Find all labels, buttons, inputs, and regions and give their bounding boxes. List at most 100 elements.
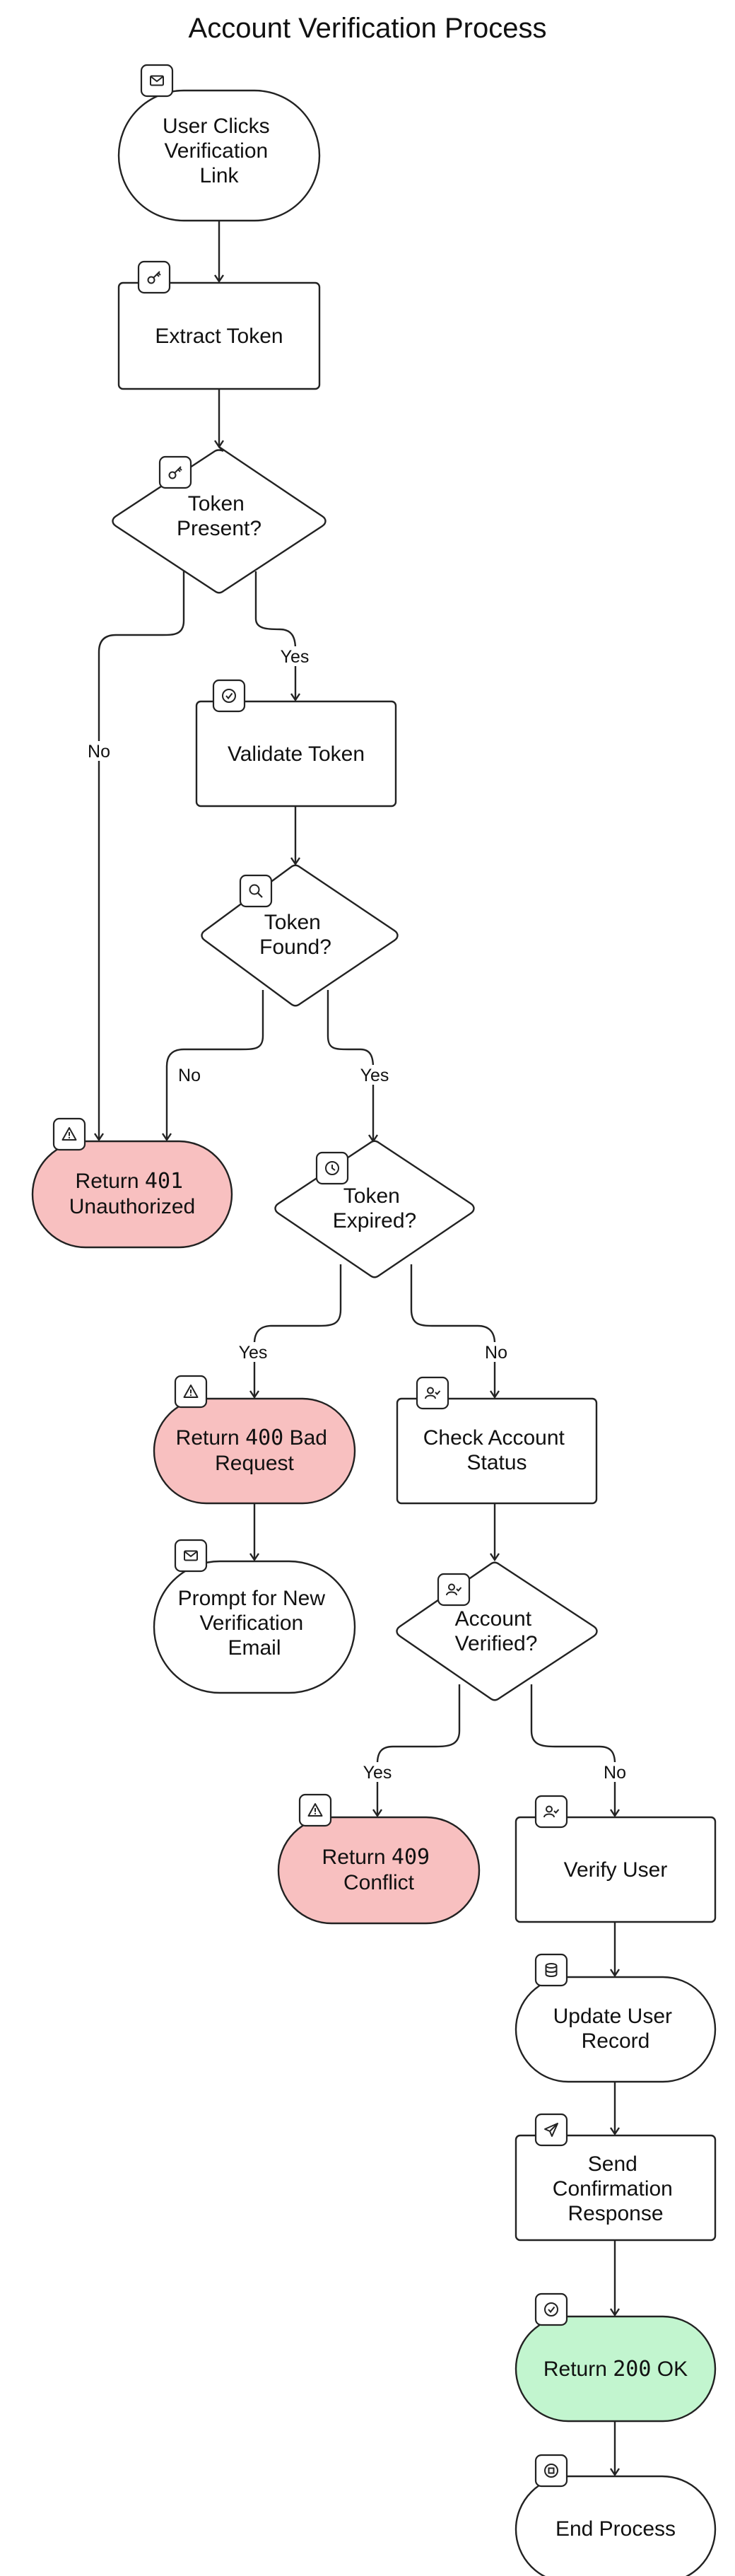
svg-text:Token Expired?: Token Expired? bbox=[333, 1184, 416, 1232]
node-prompt-new-line3: Email bbox=[228, 1636, 281, 1660]
edges bbox=[94, 221, 620, 2477]
svg-text:User Clicks Verification: User Clicks Verification Link bbox=[163, 115, 276, 187]
node-user-clicks-line3: Link bbox=[199, 164, 239, 187]
svg-text:Return 200 OK: Return 200 OK bbox=[543, 2357, 688, 2382]
warning-icon bbox=[174, 1375, 208, 1409]
node-extract-token: Extract Token bbox=[117, 260, 321, 390]
node-check-account-line2: Status bbox=[466, 1451, 527, 1474]
node-verify-user: Verify User bbox=[514, 1795, 717, 1923]
edge-expired-no bbox=[410, 1264, 500, 1399]
node-token-present-line2: Present? bbox=[177, 517, 261, 540]
node-return-200-code: 200 bbox=[613, 2357, 651, 2382]
node-send-confirmation-line3: Response bbox=[568, 2202, 663, 2225]
mail-icon bbox=[174, 1539, 208, 1573]
node-user-clicks: User Clicks Verification Link bbox=[117, 64, 321, 222]
node-token-expired-line2: Expired? bbox=[333, 1209, 416, 1232]
node-return-400-code: 400 bbox=[245, 1426, 283, 1450]
node-send-confirmation-line2: Confirmation bbox=[553, 2177, 673, 2201]
node-return-409: Return 409 Conflict bbox=[277, 1793, 481, 1925]
node-token-present: Token Present? bbox=[112, 446, 327, 594]
node-token-expired-line1: Token bbox=[343, 1184, 400, 1208]
node-return-200: Return 200 OK bbox=[514, 2292, 717, 2423]
node-return-400-line2: Request bbox=[215, 1452, 294, 1475]
node-return-200-suffix: OK bbox=[651, 2358, 688, 2381]
node-prompt-new-line1: Prompt for New bbox=[178, 1587, 326, 1610]
edge-label-found-yes: Yes bbox=[360, 1066, 389, 1085]
edge-found-no bbox=[162, 990, 264, 1142]
diagram-title: Account Verification Process bbox=[189, 13, 547, 44]
node-token-found-line2: Found? bbox=[259, 936, 331, 959]
node-return-401: Return 401 Unauthorized bbox=[31, 1117, 233, 1249]
clock-icon bbox=[315, 1151, 349, 1185]
edge-verified-yes bbox=[372, 1684, 461, 1818]
edge-labels: Yes No No Yes Yes No Yes No bbox=[83, 646, 630, 1783]
node-verify-user-label: Verify User bbox=[564, 1858, 668, 1882]
database-icon bbox=[534, 1953, 568, 1987]
check-circle-icon bbox=[534, 2292, 568, 2326]
node-return-401-line2: Unauthorized bbox=[69, 1195, 195, 1218]
node-account-verified-line2: Verified? bbox=[455, 1632, 538, 1655]
edge-label-expired-yes: Yes bbox=[239, 1343, 268, 1363]
node-return-400: Return 400 Bad Request bbox=[153, 1375, 356, 1505]
node-return-409-code: 409 bbox=[392, 1845, 430, 1870]
edge-label-present-no: No bbox=[88, 742, 110, 762]
svg-text:Return 409 Conflict: Return 409 Conflict bbox=[322, 1845, 436, 1894]
edge-verified-no bbox=[530, 1684, 620, 1818]
node-send-confirmation-line1: Send bbox=[588, 2152, 637, 2176]
node-check-account: Check Account Status bbox=[396, 1376, 598, 1505]
node-prompt-new-line2: Verification bbox=[199, 1612, 303, 1635]
node-return-409-prefix: Return bbox=[322, 1846, 392, 1869]
node-token-found: Token Found? bbox=[201, 864, 399, 1007]
node-token-expired: Token Expired? bbox=[274, 1140, 475, 1278]
edge-present-no bbox=[94, 571, 185, 1142]
node-check-account-line1: Check Account bbox=[423, 1426, 565, 1450]
svg-text:Send Confirmation: Send Confirmation Response bbox=[553, 2152, 678, 2225]
search-icon bbox=[239, 874, 273, 908]
edge-label-present-yes: Yes bbox=[281, 647, 310, 667]
svg-text:Update User Record: Update User Record bbox=[553, 2005, 678, 2053]
node-end-process: End Process bbox=[514, 2454, 717, 2576]
check-circle-icon bbox=[212, 679, 246, 713]
edge-found-yes bbox=[327, 990, 378, 1143]
node-update-user-line1: Update User bbox=[553, 2005, 672, 2028]
node-validate-token-label: Validate Token bbox=[228, 742, 365, 766]
edge-label-verified-yes: Yes bbox=[363, 1763, 392, 1783]
node-end-process-label: End Process bbox=[555, 2517, 676, 2541]
svg-text:Return 400 Bad Request: Return 400 Bad Request bbox=[176, 1426, 334, 1475]
stop-icon bbox=[534, 2454, 568, 2488]
edge-label-expired-no: No bbox=[485, 1343, 507, 1363]
svg-text:Check Account Status: Check Account Status bbox=[423, 1426, 570, 1474]
svg-text:Return 401 Unauthorized: Return 401 Unauthorized bbox=[69, 1169, 195, 1218]
user-check-icon bbox=[534, 1795, 568, 1829]
node-send-confirmation: Send Confirmation Response bbox=[514, 2113, 717, 2242]
node-return-200-prefix: Return bbox=[543, 2358, 613, 2381]
svg-text:Token Found?: Token Found? bbox=[259, 911, 331, 959]
edge-expired-yes bbox=[249, 1264, 342, 1399]
node-extract-token-label: Extract Token bbox=[155, 325, 283, 348]
node-return-401-code: 401 bbox=[145, 1169, 183, 1194]
node-account-verified-line1: Account bbox=[455, 1607, 532, 1631]
node-user-clicks-line1: User Clicks bbox=[163, 115, 270, 138]
node-update-user: Update User Record bbox=[514, 1953, 717, 2083]
edge-label-verified-no: No bbox=[604, 1763, 626, 1783]
send-icon bbox=[534, 2113, 568, 2147]
warning-icon bbox=[52, 1117, 86, 1151]
node-return-401-prefix: Return bbox=[76, 1170, 145, 1193]
user-check-icon bbox=[437, 1573, 471, 1607]
key-icon bbox=[137, 260, 171, 294]
edge-label-found-no: No bbox=[178, 1066, 201, 1085]
node-prompt-new: Prompt for New Verification Email bbox=[153, 1539, 356, 1694]
node-return-400-suffix: Bad bbox=[283, 1426, 327, 1450]
node-return-409-line2: Conflict bbox=[343, 1871, 415, 1894]
mail-icon bbox=[140, 64, 174, 98]
svg-text:Account Verified?: Account Verified? bbox=[455, 1607, 538, 1655]
key-icon bbox=[158, 455, 192, 489]
edge-present-yes bbox=[254, 571, 300, 702]
node-account-verified: Account Verified? bbox=[396, 1561, 598, 1701]
user-check-icon bbox=[416, 1376, 449, 1410]
node-token-present-line1: Token bbox=[188, 492, 245, 515]
svg-text:Token Present?: Token Present? bbox=[177, 492, 261, 540]
svg-text:Prompt for New Verificat: Prompt for New Verification Email bbox=[178, 1587, 331, 1660]
node-user-clicks-line2: Verification bbox=[164, 139, 268, 163]
